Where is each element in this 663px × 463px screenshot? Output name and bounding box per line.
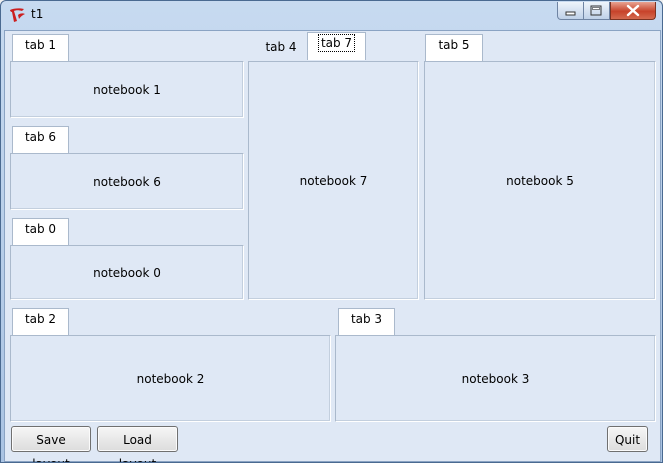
notebook-1-pane: notebook 1 [10,61,244,118]
tab-0[interactable]: tab 0 [12,218,69,246]
tab-1[interactable]: tab 1 [12,34,69,62]
close-icon [626,4,640,17]
tab-0-label: tab 0 [24,222,57,236]
maximize-icon [590,5,602,16]
tab-7[interactable]: tab 7 [307,32,366,60]
tk-feather-icon [10,8,25,22]
notebook-2-pane: notebook 2 [10,335,331,422]
notebook-0-pane: notebook 0 [10,245,244,300]
title-bar[interactable]: t1 [1,1,662,30]
quit-button[interactable]: Quit [607,426,648,452]
tab-4[interactable]: tab 4 [259,37,303,57]
notebook-7-pane: notebook 7 [248,61,419,300]
notebook-0-label: notebook 0 [93,265,161,280]
notebook-3-label: notebook 3 [461,371,530,386]
tab-6[interactable]: tab 6 [12,126,69,154]
save-layout-button[interactable]: Save layout [11,426,91,462]
minimize-icon [565,11,576,16]
window-title: t1 [31,7,44,21]
notebook-6-pane: notebook 6 [10,153,244,210]
tab-1-label: tab 1 [24,38,57,52]
tab-7-label: tab 7 [317,34,356,52]
notebook-5-label: notebook 5 [506,173,574,188]
tab-5[interactable]: tab 5 [425,34,483,62]
notebook-5-pane: notebook 5 [424,61,656,300]
notebook-1-label: notebook 1 [93,82,161,97]
tab-6-label: tab 6 [24,130,57,144]
notebook-2-label: notebook 2 [136,371,205,386]
notebook-3-pane: notebook 3 [335,335,656,422]
minimize-button[interactable] [557,2,584,20]
maximize-button[interactable] [584,2,610,20]
tab-5-label: tab 5 [438,38,470,52]
tab-4-label: tab 4 [265,40,297,54]
close-button[interactable] [610,2,656,20]
notebook-7-label: notebook 7 [299,173,368,188]
client-area: tab 1 notebook 1 tab 6 notebook 6 tab 0 … [4,30,661,462]
notebook-6-label: notebook 6 [93,174,161,189]
tab-3-label: tab 3 [350,312,383,326]
tab-3[interactable]: tab 3 [338,308,395,336]
tab-2-label: tab 2 [24,312,57,326]
load-layout-button[interactable]: Load layout [97,426,178,462]
tab-2[interactable]: tab 2 [12,308,69,336]
